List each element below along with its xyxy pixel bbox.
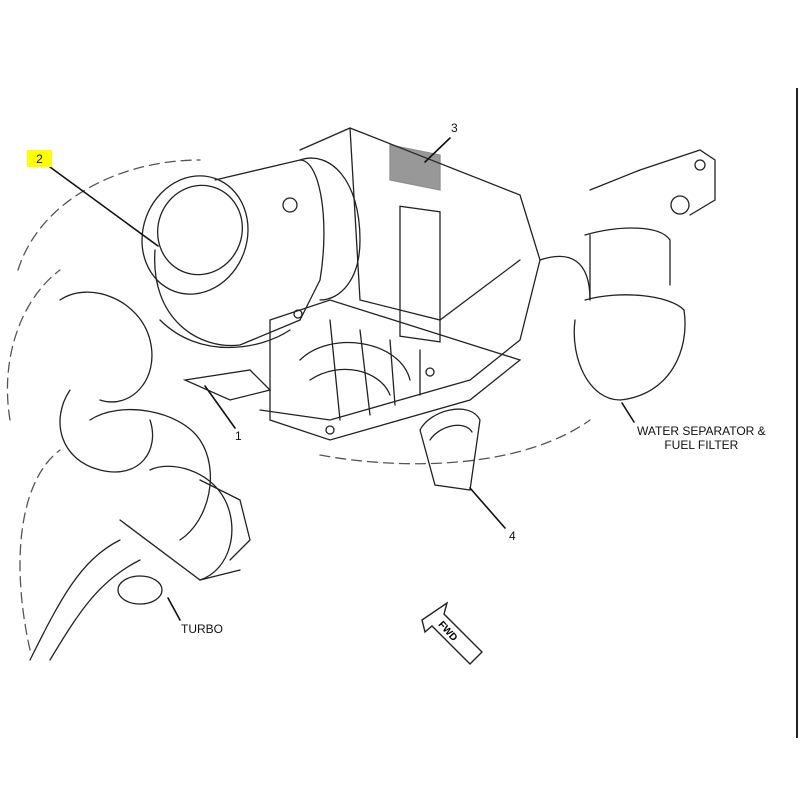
turbo-drawing xyxy=(29,291,251,661)
callout-1: 1 xyxy=(235,429,242,443)
callout-3: 3 xyxy=(451,121,458,135)
leader-lines xyxy=(49,137,635,621)
water-separator-label-line2: FUEL FILTER xyxy=(664,438,739,452)
callout-4: 4 xyxy=(509,529,516,543)
water-separator-label: WATER SEPARATOR & FUEL FILTER xyxy=(637,424,766,452)
water-separator-label-line1: WATER SEPARATOR & xyxy=(637,424,766,438)
air-cleaner-housing xyxy=(182,127,541,441)
callout-2: 2 xyxy=(27,150,52,167)
engine-outline xyxy=(6,159,591,651)
turbo-label: TURBO xyxy=(181,622,223,636)
forward-direction-arrow-icon xyxy=(421,601,483,665)
outlet-duct xyxy=(419,408,481,491)
water-separator-drawing xyxy=(539,149,716,401)
air-cleaner-canister xyxy=(141,157,361,349)
page-border xyxy=(796,88,798,738)
